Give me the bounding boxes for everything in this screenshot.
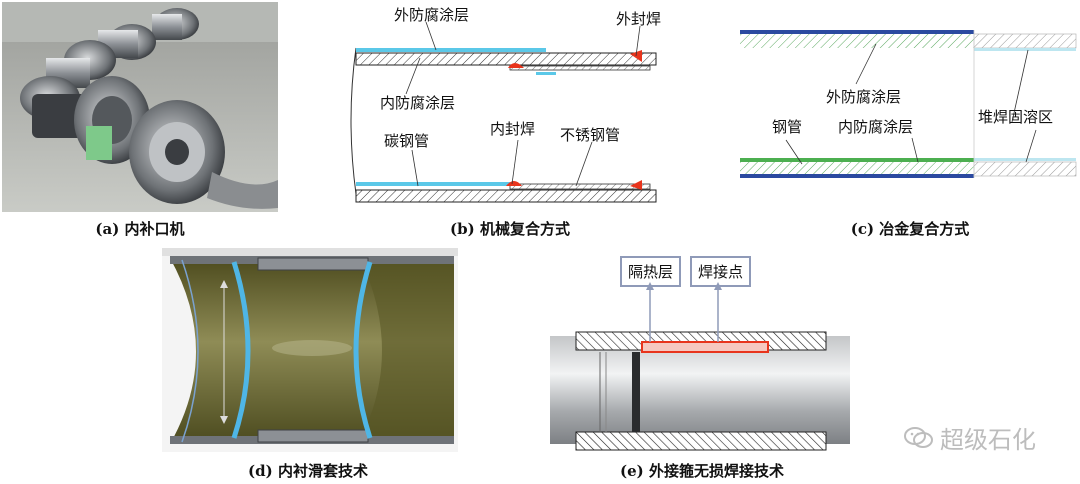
label-outer-weld-b: 外封焊 <box>616 10 661 28</box>
panel-e <box>550 330 850 454</box>
mechanical-composite-diagram: 外防腐涂层 外封焊 内防腐涂层 碳钢管 内封焊 不锈钢管 <box>350 6 661 203</box>
panel-c: 外防腐涂层 钢管 内防腐涂层 堆焊固溶区 <box>736 22 1080 192</box>
watermark: 超级石化 <box>904 420 1036 455</box>
watermark-text: 超级石化 <box>940 426 1036 454</box>
label-inner-coating-c: 内防腐涂层 <box>838 118 913 136</box>
liner-sleeve-photo <box>162 248 458 452</box>
metallurgical-composite-diagram: 外防腐涂层 钢管 内防腐涂层 堆焊固溶区 <box>740 30 1077 178</box>
label-inner-coating-b: 内防腐涂层 <box>380 94 455 112</box>
wechat-icon <box>904 426 933 448</box>
caption-c: (c) 冶金复合方式 <box>850 220 970 238</box>
label-outer-coating-b: 外防腐涂层 <box>394 6 469 24</box>
external-coupling-diagram <box>550 331 850 451</box>
callout-weld-point: 焊接点 <box>690 256 752 287</box>
caption-b: (b) 机械复合方式 <box>450 220 570 238</box>
label-outer-coating-c: 外防腐涂层 <box>826 88 901 106</box>
caption-e: (e) 外接箍无损焊接技术 <box>620 462 784 480</box>
callout-arrows <box>646 282 722 342</box>
panel-a <box>2 2 278 212</box>
machine-photo <box>2 2 278 212</box>
panel-d <box>162 248 458 452</box>
caption-d: (d) 内衬滑套技术 <box>248 462 368 480</box>
panel-b: 外防腐涂层 外封焊 内防腐涂层 碳钢管 内封焊 不锈钢管 <box>340 0 670 215</box>
label-stainless-pipe: 不锈钢管 <box>560 126 620 144</box>
label-steel-pipe: 钢管 <box>772 118 802 136</box>
caption-a: (a) 内补口机 <box>95 220 185 238</box>
label-inner-weld: 内封焊 <box>490 120 535 138</box>
label-carbon-pipe: 碳钢管 <box>384 132 429 150</box>
label-overlay-zone: 堆焊固溶区 <box>978 108 1053 126</box>
